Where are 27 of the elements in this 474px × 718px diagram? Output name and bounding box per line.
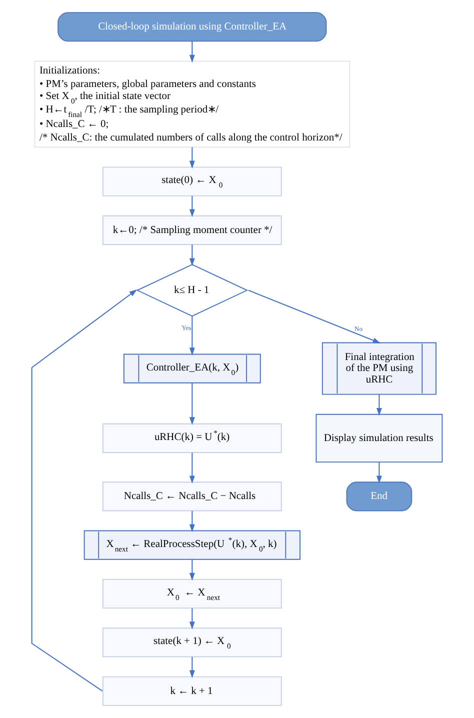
node-box: Closed-loop simulation using Controller_EA bbox=[58, 12, 327, 42]
node-box: X$_{0}$ ← X$_{next}$ bbox=[102, 578, 282, 609]
node-box: Display simulation results bbox=[316, 414, 443, 463]
arrow bbox=[31, 289, 138, 692]
node-diamond: k≤ H - 1 bbox=[136, 264, 248, 317]
arrow bbox=[189, 41, 195, 63]
arrow bbox=[248, 290, 381, 344]
arrow bbox=[189, 452, 195, 484]
node-box: Initializations: • PM’s parameters, global parameters and constants • Set X$_{0}$, the initial state vector • H←t$_{final}$ /T; /∗T : the sampling period∗/ • Ncalls_C ← 0; /* Ncalls_C: the cumulated numbers of calls along the control horizon*/ bbox=[34, 60, 350, 148]
node-box: uRHC(k) = U$^{*}$(k) bbox=[102, 423, 282, 453]
arrow bbox=[189, 316, 195, 356]
node-box: k ← k + 1 bbox=[102, 676, 282, 706]
node-box: k←0; /* Sampling moment counter */ bbox=[102, 215, 282, 245]
node-box: Ncalls_C ← Ncalls_C − Ncalls bbox=[102, 482, 282, 512]
arrow bbox=[189, 608, 195, 630]
arrow bbox=[189, 656, 195, 678]
arrow bbox=[189, 147, 195, 169]
arrow bbox=[376, 462, 382, 484]
arrow bbox=[189, 244, 195, 266]
arrow bbox=[376, 394, 382, 416]
arrow bbox=[189, 382, 195, 426]
arrow bbox=[189, 510, 195, 532]
node-box: state(k + 1) ← X$_{0}$ bbox=[102, 628, 282, 658]
node-box: state(0) ← X$_{0}$ bbox=[102, 166, 282, 196]
node-box: End bbox=[346, 482, 412, 512]
arrow bbox=[189, 196, 195, 218]
arrow bbox=[189, 560, 195, 581]
